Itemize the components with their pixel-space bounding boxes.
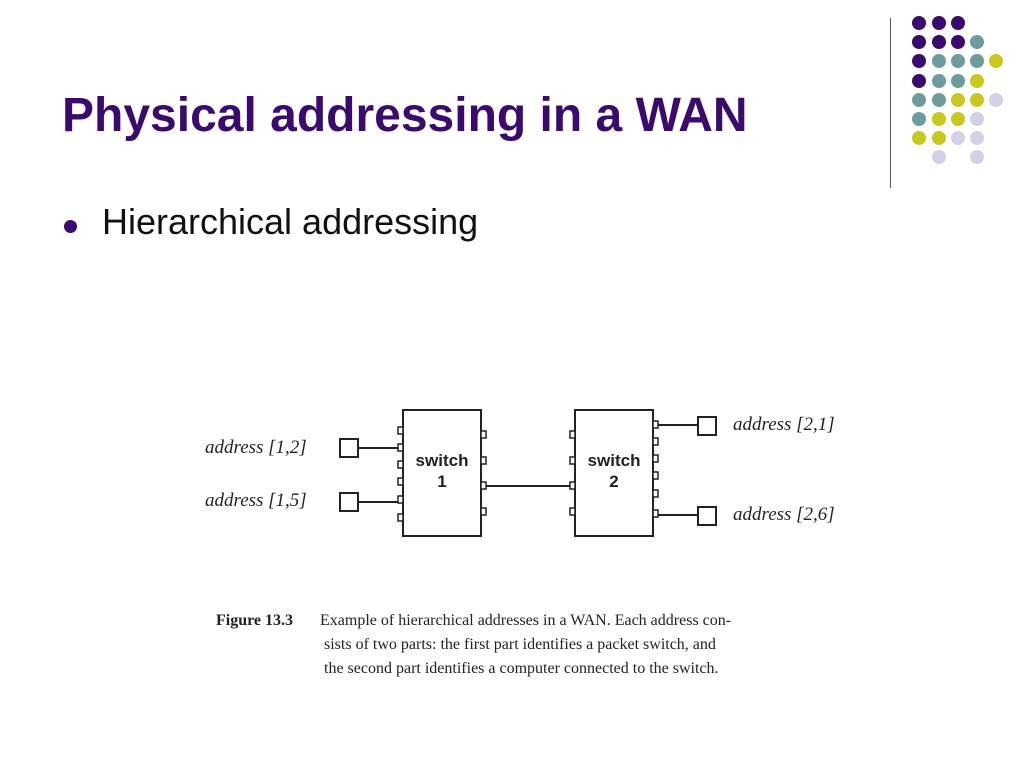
switch-1-port (397, 495, 404, 504)
switch-1-port (480, 456, 487, 465)
switch-1-port (480, 430, 487, 439)
decor-dot (932, 74, 946, 88)
caption-line: Figure 13.3 Example of hierarchical addre… (216, 609, 866, 633)
computer-1-5-icon (339, 492, 359, 512)
switch-2-label-line2: 2 (609, 472, 618, 491)
switch-1-label-line2: 1 (437, 472, 446, 491)
decor-dot (951, 93, 965, 107)
decor-dot (970, 54, 984, 68)
decor-dot (970, 74, 984, 88)
caption-text-line2: sists of two parts: the first part ident… (324, 636, 716, 653)
switch-1-label-line1: switch (416, 451, 469, 470)
decor-dot (932, 54, 946, 68)
switch-2-port (569, 430, 576, 439)
decor-dot (970, 93, 984, 107)
switch-1-port (397, 513, 404, 522)
switch-1-port (480, 481, 487, 490)
bullet-text: Hierarchical addressing (102, 201, 479, 242)
decor-dot (970, 112, 984, 126)
address-label-1-2: address [1,2] (205, 437, 307, 458)
computer-2-6-icon (697, 506, 717, 526)
switch-2-port (569, 507, 576, 516)
decor-dot (951, 16, 965, 30)
address-label-1-5: address [1,5] (205, 490, 307, 511)
figure-caption: Figure 13.3 Example of hierarchical addre… (216, 609, 866, 681)
switch-2-port (652, 420, 659, 429)
address-label-2-6: address [2,6] (733, 504, 835, 525)
decor-dot (912, 35, 926, 49)
decor-dot (932, 35, 946, 49)
title-divider (890, 18, 891, 188)
decor-dot (932, 93, 946, 107)
caption-text-line3: the second part identifies a computer co… (324, 660, 719, 677)
decorative-dot-grid (906, 14, 1016, 164)
decor-dot (932, 131, 946, 145)
decor-dot (951, 112, 965, 126)
switch-2-label-line1: switch (588, 451, 641, 470)
decor-dot (912, 131, 926, 145)
decor-dot (951, 35, 965, 49)
decor-dot (951, 54, 965, 68)
decor-dot (970, 131, 984, 145)
decor-dot (970, 150, 984, 164)
switch-2-port (652, 471, 659, 480)
wan-diagram: switch 1 switch 2 address [1,2] address … (205, 409, 835, 537)
switch-2-port (652, 489, 659, 498)
decor-dot (989, 54, 1003, 68)
decor-dot (912, 112, 926, 126)
decor-dot (932, 16, 946, 30)
decor-dot (951, 74, 965, 88)
slide-title: Physical addressing in a WAN (62, 89, 748, 142)
switch-1-port (397, 443, 404, 452)
switch-1-port (397, 477, 404, 486)
switch-2-port (652, 454, 659, 463)
computer-2-1-icon (697, 416, 717, 436)
decor-dot (951, 131, 965, 145)
decor-dot (912, 93, 926, 107)
switch-1-port (480, 507, 487, 516)
decor-dot (989, 93, 1003, 107)
switch-1-box (402, 409, 482, 537)
switch-2-port (652, 509, 659, 518)
caption-figure-label: Figure 13.3 (216, 612, 294, 629)
switch-2-port (569, 456, 576, 465)
decor-dot (912, 74, 926, 88)
decor-dot (932, 150, 946, 164)
decor-dot (912, 16, 926, 30)
address-label-2-1: address [2,1] (733, 414, 835, 435)
caption-text-line1: Example of hierarchical addresses in a W… (320, 612, 732, 629)
switch-1-port (397, 460, 404, 469)
switch-1-port (397, 426, 404, 435)
switch-2-port (569, 481, 576, 490)
decor-dot (932, 112, 946, 126)
bullet-point-icon (64, 220, 77, 233)
switch-2-port (652, 437, 659, 446)
decor-dot (970, 35, 984, 49)
decor-dot (912, 54, 926, 68)
computer-1-2-icon (339, 438, 359, 458)
switch-2-box (574, 409, 654, 537)
